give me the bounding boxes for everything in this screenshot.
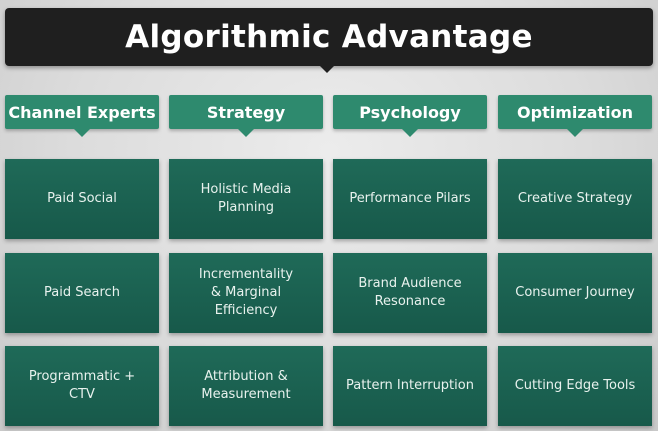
cell-cutting-edge-tools: Cutting Edge Tools <box>498 346 652 426</box>
cell-consumer-journey: Consumer Journey <box>498 253 652 333</box>
column-header-pointer <box>402 129 418 137</box>
cell-programmatic-ctv: Programmatic + CTV <box>5 346 159 426</box>
column-header-psychology: Psychology <box>333 95 487 129</box>
cell-holistic-media-planning: Holistic Media Planning <box>169 159 323 239</box>
diagram-title: Algorithmic Advantage <box>125 19 533 55</box>
column-header-pointer <box>74 129 90 137</box>
cell-attribution-measurement: Attribution & Measurement <box>169 346 323 426</box>
cell-creative-strategy: Creative Strategy <box>498 159 652 239</box>
column-header-pointer <box>238 129 254 137</box>
title-banner: Algorithmic Advantage <box>5 8 653 66</box>
cell-brand-audience-resonance: Brand Audience Resonance <box>333 253 487 333</box>
title-pointer <box>318 64 336 73</box>
cell-pattern-interruption: Pattern Interruption <box>333 346 487 426</box>
cell-paid-search: Paid Search <box>5 253 159 333</box>
column-header-channel-experts: Channel Experts <box>5 95 159 129</box>
cell-incrementality: Incrementality & Marginal Efficiency <box>169 253 323 333</box>
column-header-pointer <box>567 129 583 137</box>
cell-performance-pilars: Performance Pilars <box>333 159 487 239</box>
column-header-strategy: Strategy <box>169 95 323 129</box>
column-header-optimization: Optimization <box>498 95 652 129</box>
cell-paid-social: Paid Social <box>5 159 159 239</box>
